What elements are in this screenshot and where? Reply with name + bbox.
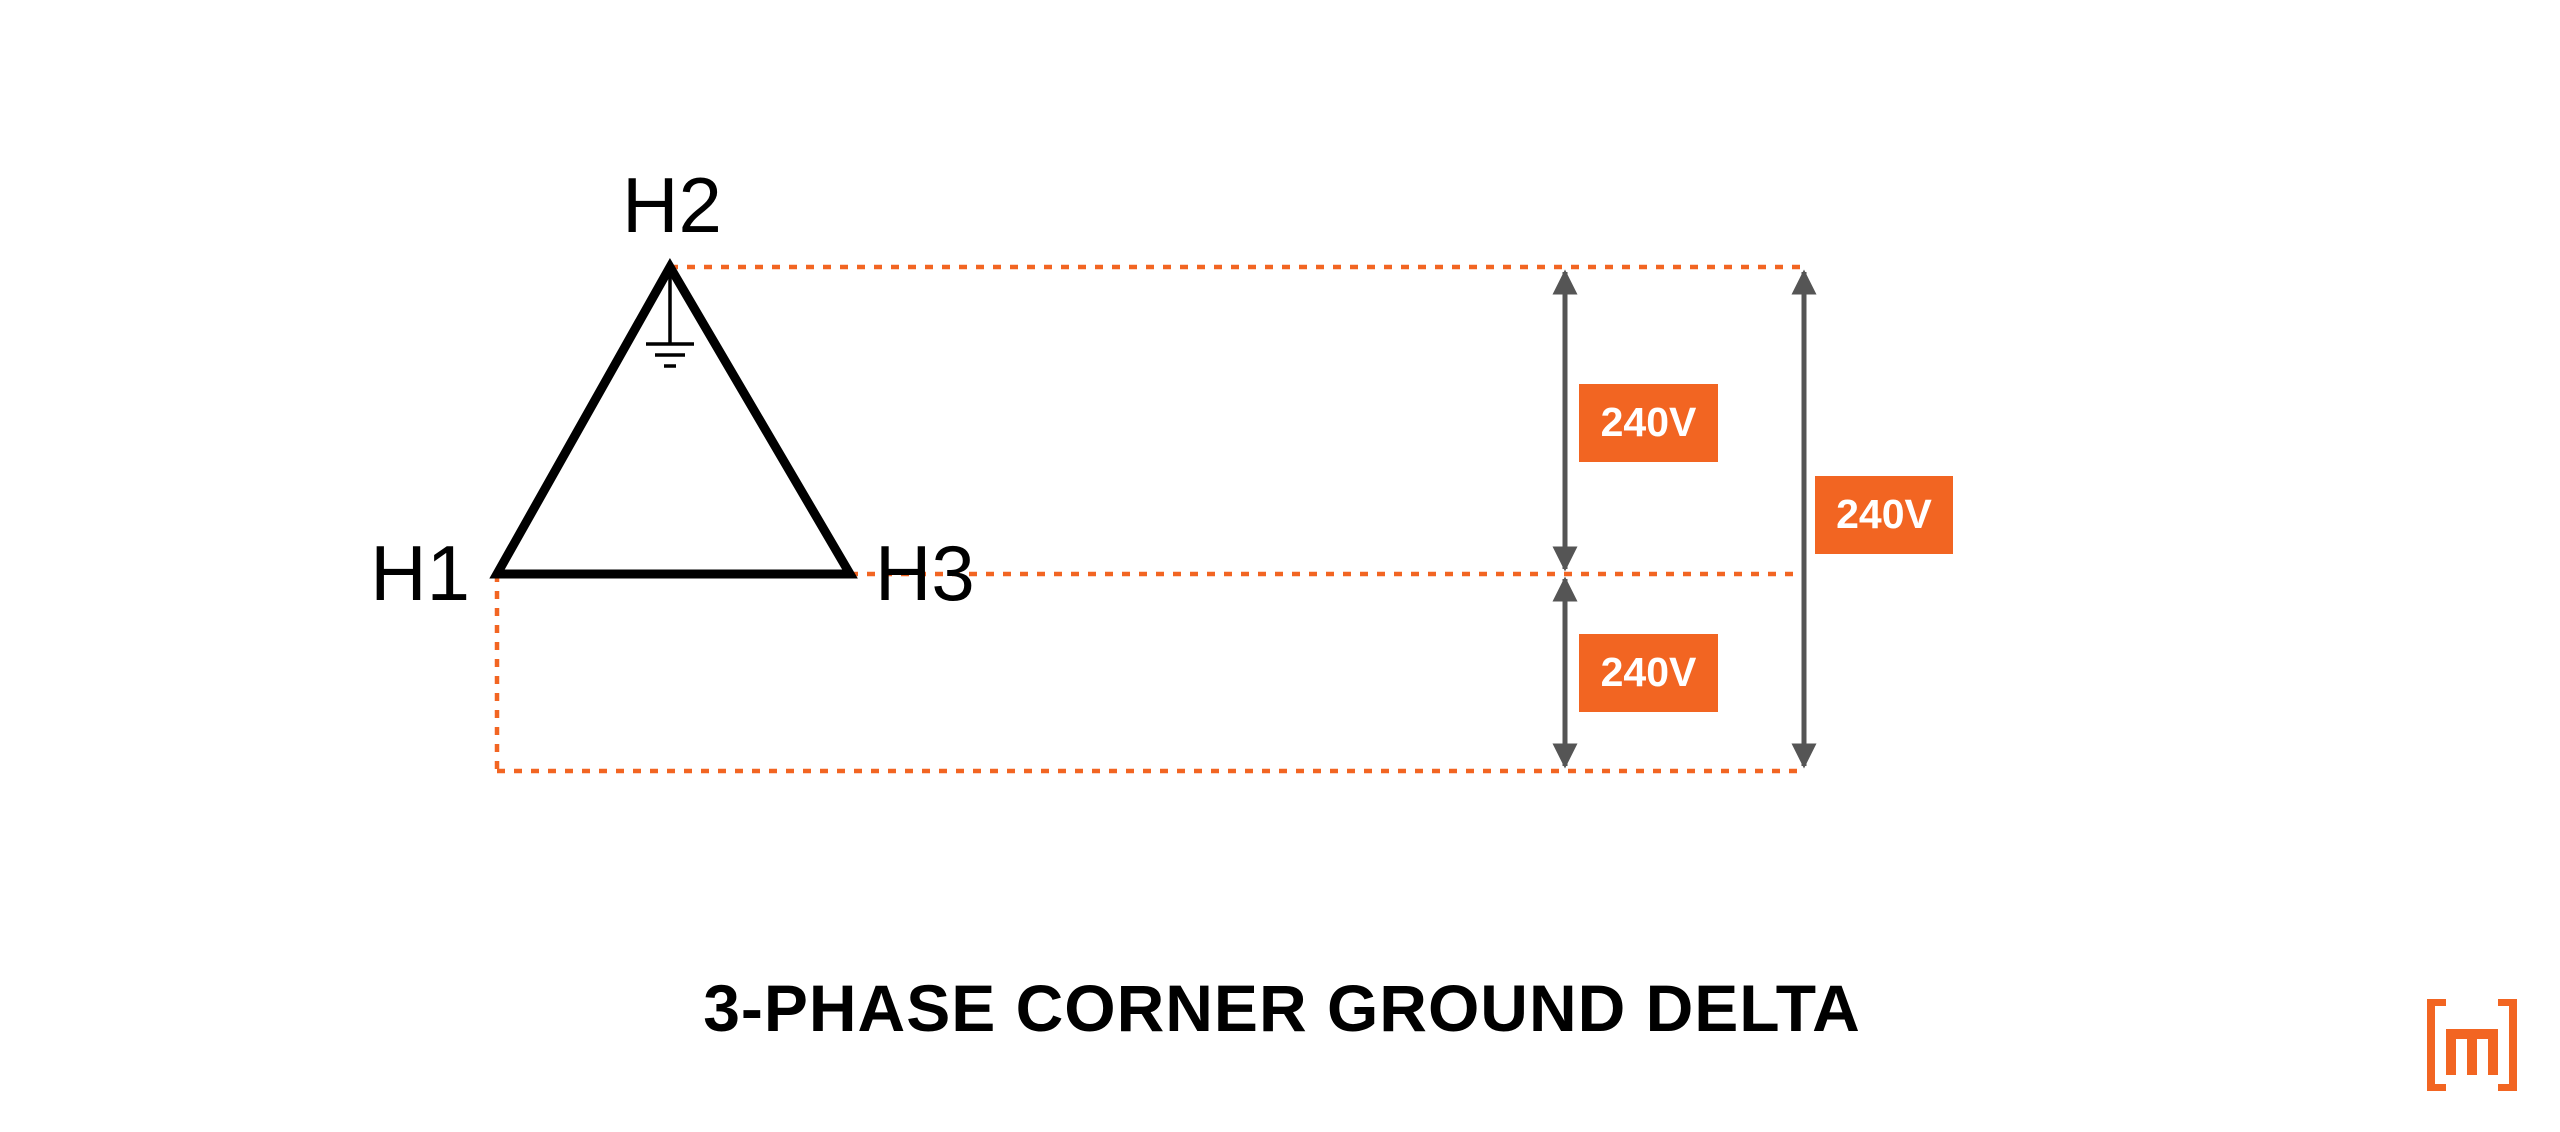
voltage-label-h3-h1: 240V [1601, 649, 1697, 695]
node-label-h3: H3 [875, 529, 975, 617]
brand-logo-icon [2427, 999, 2517, 1091]
voltage-badge-h3-h1: 240V [1579, 634, 1718, 712]
voltage-badge-h2-h1: 240V [1815, 476, 1953, 554]
ground-symbol-icon [646, 272, 694, 368]
diagram-title: 3-PHASE CORNER GROUND DELTA [703, 971, 1861, 1045]
node-label-h2: H2 [622, 161, 722, 249]
reference-guides [494, 264, 1804, 774]
node-label-h1: H1 [370, 529, 470, 617]
voltage-label-h2-h3: 240V [1601, 399, 1697, 445]
voltage-badge-h2-h3: 240V [1579, 384, 1718, 462]
voltage-label-h2-h1: 240V [1836, 491, 1932, 537]
delta-triangle [489, 257, 858, 579]
